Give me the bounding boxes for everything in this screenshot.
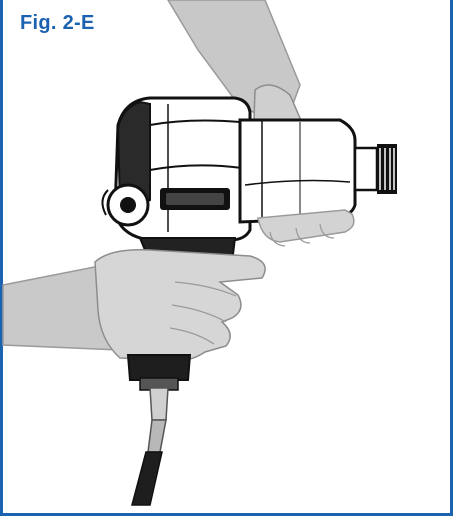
figure-frame xyxy=(0,0,453,516)
figure-label: Fig. 2-E xyxy=(20,12,95,34)
